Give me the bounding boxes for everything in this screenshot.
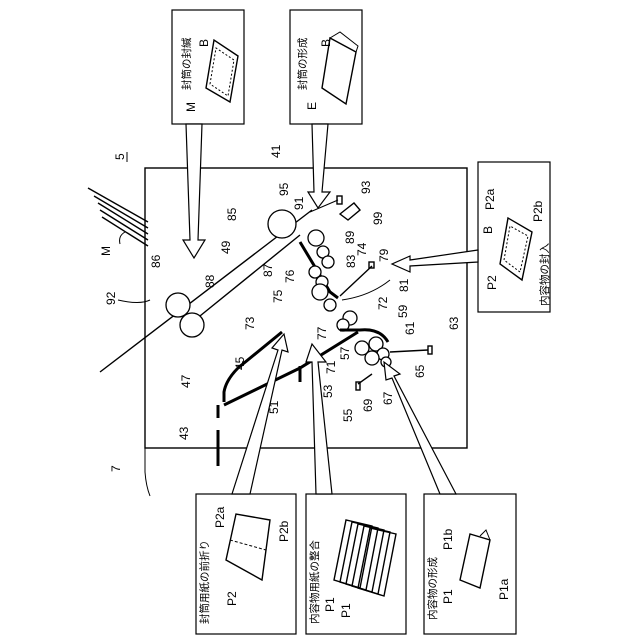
ref-M: M: [99, 246, 113, 256]
box-prefold: [196, 494, 296, 634]
ref-77: 77: [315, 326, 329, 340]
seal-label-M: M: [184, 102, 198, 112]
ref-53: 53: [321, 384, 335, 398]
roller-89a: [308, 230, 324, 246]
form-envelope-label-B: B: [319, 39, 333, 47]
form-contents-label-P1: P1: [441, 589, 455, 604]
align-title: 内容物用紙の整合: [308, 540, 321, 624]
ref-92: 92: [104, 291, 118, 305]
ref-61: 61: [403, 321, 417, 335]
ref-79: 79: [377, 248, 391, 262]
prefold-label-P2: P2: [225, 591, 239, 606]
ref-72: 72: [376, 296, 390, 310]
ref-88: 88: [203, 274, 217, 288]
ref-99: 99: [371, 211, 385, 225]
ref-67: 67: [381, 391, 395, 405]
prefold-label-P2b: P2b: [277, 520, 291, 542]
form-envelope-label-E: E: [305, 102, 319, 110]
arrow-form-envelope: [308, 124, 330, 208]
align-label-P1-a: P1: [323, 597, 337, 612]
seal-label-B: B: [197, 39, 211, 47]
roller-71: [365, 351, 379, 365]
arrow-seal: [183, 124, 205, 258]
ref-95: 95: [277, 182, 291, 196]
ref-87: 87: [261, 263, 275, 277]
ref-55: 55: [341, 408, 355, 422]
ref-47: 47: [179, 374, 193, 388]
ref-76: 76: [283, 269, 297, 283]
roller-75: [312, 284, 328, 300]
ref-73: 73: [243, 316, 257, 330]
ref-83: 83: [344, 254, 358, 268]
ref-86: 86: [149, 254, 163, 268]
arrow-form-contents: [384, 362, 456, 494]
ref-5: 5: [113, 153, 127, 160]
ref-81: 81: [397, 278, 411, 292]
ref-75: 75: [271, 289, 285, 303]
roller-88: [180, 313, 204, 337]
insert-label-P2a: P2a: [483, 188, 497, 210]
ref-41: 41: [269, 144, 283, 158]
insert-title: 内容物の封入: [538, 243, 551, 306]
roller-85: [268, 210, 296, 238]
insert-label-P2: P2: [485, 275, 499, 290]
feed-leader: [145, 448, 150, 496]
form-contents-title: 内容物の形成: [426, 557, 439, 620]
insert-label-P2b: P2b: [531, 200, 545, 222]
roller-86: [166, 293, 190, 317]
form-envelope-title: 封筒の形成: [296, 37, 309, 90]
ref-43: 43: [177, 426, 191, 440]
ref-91: 91: [292, 196, 306, 210]
seal-title: 封筒の封緘: [180, 37, 193, 90]
flap-99: [340, 203, 360, 220]
ref-49: 49: [219, 240, 233, 254]
ref-85: 85: [225, 207, 239, 221]
ref-74: 74: [355, 242, 369, 256]
align-label-P1-b: P1: [339, 603, 353, 618]
insert-label-B: B: [481, 226, 495, 234]
roller-77: [324, 299, 336, 311]
arrow-insert: [392, 250, 478, 272]
roller-74: [322, 256, 334, 268]
output-stack: [88, 188, 148, 246]
ref-59: 59: [396, 304, 410, 318]
ref-57: 57: [338, 346, 352, 360]
sensor-63: [428, 346, 432, 354]
ref-69: 69: [361, 398, 375, 412]
ref-89: 89: [343, 230, 357, 244]
ref-45: 45: [233, 356, 247, 370]
prefold-title: 封筒用紙の前折り: [198, 540, 211, 624]
form-contents-label-P1b: P1b: [441, 528, 455, 550]
ref-63: 63: [447, 316, 461, 330]
ref-93: 93: [359, 180, 373, 194]
prefold-label-P2a: P2a: [213, 506, 227, 528]
form-contents-label-P1a: P1a: [497, 578, 511, 600]
ref-7: 7: [109, 465, 123, 472]
ref-65: 65: [413, 364, 427, 378]
